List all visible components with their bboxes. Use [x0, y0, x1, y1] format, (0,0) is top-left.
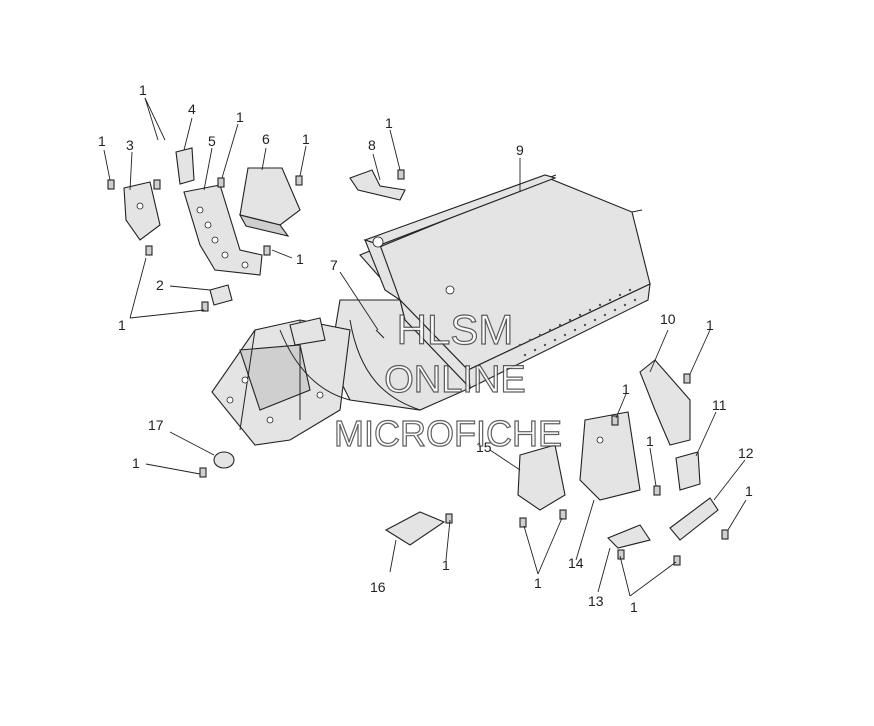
callout-15: 15 — [476, 439, 492, 455]
callout-10: 10 — [660, 311, 676, 327]
part-2-clamp — [209, 284, 233, 306]
part-12-plate — [669, 497, 719, 541]
callout-1: 1 — [132, 455, 140, 471]
callout-1: 1 — [630, 599, 638, 615]
part-14-bracket — [579, 411, 641, 501]
chassis-tunnel — [329, 174, 651, 411]
callout-4: 4 — [188, 101, 196, 117]
callout-13: 13 — [588, 593, 604, 609]
callout-6: 6 — [262, 131, 270, 147]
part-16-plate — [384, 511, 446, 546]
watermark-line-3: MICROFICHE — [334, 413, 562, 454]
callout-2: 2 — [156, 277, 164, 293]
watermark: HLSM ONLINE MICROFICHE — [333, 305, 562, 454]
callout-17: 17 — [148, 417, 164, 433]
callout-11: 11 — [712, 397, 727, 413]
callout-1: 1 — [442, 557, 450, 573]
callout-1: 1 — [302, 131, 310, 147]
leader-lines — [103, 97, 747, 597]
part-6-bracket — [238, 167, 301, 237]
part-7-screw — [375, 329, 385, 339]
callout-1: 1 — [98, 133, 106, 149]
callout-1: 1 — [118, 317, 126, 333]
callout-1: 1 — [236, 109, 244, 125]
callout-9: 9 — [516, 142, 524, 158]
callout-12: 12 — [738, 445, 754, 461]
callout-14: 14 — [568, 555, 584, 571]
part-17-clip — [213, 451, 235, 469]
part-4-clip — [175, 147, 195, 185]
part-8-bracket — [349, 169, 406, 201]
part-15-plate — [517, 444, 566, 511]
callout-16: 16 — [370, 579, 386, 595]
part-11-block — [675, 451, 701, 491]
tunnel-perforations — [518, 288, 637, 357]
callout-1: 1 — [296, 251, 304, 267]
callout-1: 1 — [385, 115, 393, 131]
callout-8: 8 — [368, 137, 376, 153]
callout-3: 3 — [126, 137, 134, 153]
part-5-plate — [183, 184, 263, 276]
callout-5: 5 — [208, 133, 216, 149]
callout-numbers: 1 1 1 1 1 1 1 1 1 1 1 1 1 1 1 2 3 4 5 6 … — [98, 82, 754, 615]
callout-1: 1 — [646, 433, 654, 449]
fasteners — [107, 169, 729, 566]
callout-1: 1 — [139, 82, 147, 98]
part-9-spine — [363, 174, 557, 302]
watermark-line-2: ONLINE — [384, 359, 525, 401]
callout-1: 1 — [534, 575, 542, 591]
callout-1: 1 — [622, 381, 630, 397]
callout-1: 1 — [706, 317, 714, 333]
front-frame — [211, 317, 351, 446]
part-3-bracket — [123, 181, 161, 241]
part-13-bracket — [607, 524, 651, 549]
watermark-line-1: HLSM — [397, 306, 514, 353]
callout-1: 1 — [745, 483, 753, 499]
callout-7: 7 — [330, 257, 338, 273]
